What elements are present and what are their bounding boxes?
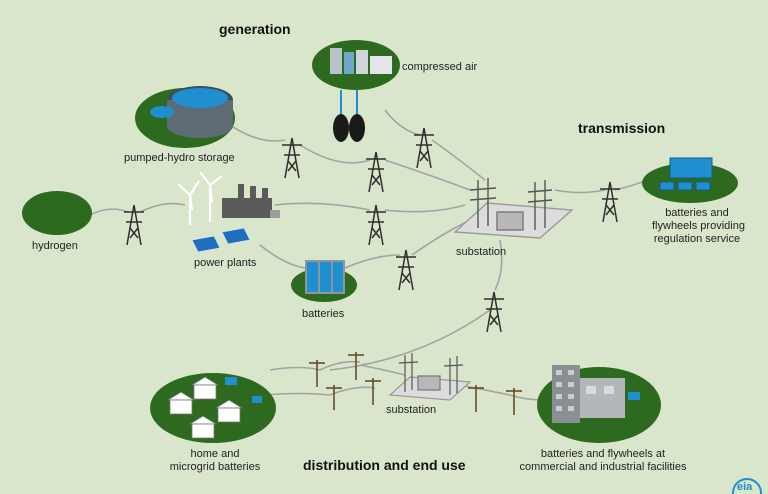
tower-icon-pumped (282, 137, 302, 179)
tower-icon-mid-upper (366, 151, 386, 193)
line-tower-substation-b (431, 139, 486, 181)
regulation-service-node (642, 157, 738, 203)
line-substation-tower-right (554, 189, 606, 194)
label-power-plants: power plants (194, 257, 257, 269)
house-icon-4 (188, 415, 218, 439)
house-icon-1 (166, 391, 196, 415)
home-microgrid-node (150, 373, 276, 443)
wind-turbine-icon (177, 171, 223, 225)
compressed-air-node (312, 40, 400, 142)
line-tower-substation-a (384, 159, 471, 191)
pole-icon-1 (309, 360, 325, 387)
compressed-air-cavern-left (333, 114, 349, 142)
home-battery-icon (225, 377, 237, 385)
home-battery-icon-2 (252, 396, 262, 403)
line-down-distribution (329, 309, 491, 371)
house-icon-3 (214, 399, 244, 423)
label-pumped-hydro: pumped-hydro storage (124, 152, 235, 164)
house-icon-2 (190, 376, 220, 400)
heading-transmission: transmission (578, 120, 666, 136)
pole-icon-5 (468, 385, 484, 412)
label-home-line1: home and (190, 448, 240, 460)
tower-icon-batteries (396, 249, 416, 291)
power-plants-node (177, 171, 280, 253)
hydrogen-node (22, 191, 92, 235)
line-compair-tower (384, 109, 421, 136)
label-regulation-line3: regulation service (653, 233, 741, 245)
line-batteries-tower (344, 254, 401, 269)
label-substation-transmission: substation (456, 246, 507, 258)
line-pumped-tower (229, 124, 286, 142)
label-home-line2: microgrid batteries (169, 461, 261, 473)
label-commercial-line1: batteries and flywheels at (540, 448, 666, 460)
label-substation-distribution: substation (386, 404, 437, 416)
distribution-poles (309, 352, 522, 415)
pumped-hydro-node (135, 86, 235, 148)
eia-logo: eia (728, 478, 764, 494)
transmission-substation-node (453, 178, 574, 239)
pole-icon-6 (506, 388, 522, 415)
line-plants-tower (274, 202, 371, 211)
tower-icon-transmission (600, 181, 620, 223)
line-tower-powerplants (139, 202, 186, 213)
solar-panel-icon (191, 227, 251, 253)
label-regulation-line2: flywheels providing (652, 220, 745, 232)
line-tower-tower-a (299, 144, 371, 164)
pole-icon-3 (326, 385, 342, 410)
distribution-substation-node (388, 353, 472, 401)
line-tower-substation-c (384, 204, 466, 213)
label-home-microgrid: home and microgrid batteries (160, 448, 270, 474)
tower-icon-hydrogen (124, 204, 144, 246)
label-compressed-air: compressed air (402, 61, 478, 73)
heading-generation: generation (219, 21, 291, 37)
eia-logo-text: eia (737, 481, 753, 493)
heading-distribution: distribution and end use (303, 457, 466, 473)
line-poles-substation (359, 364, 406, 376)
pole-icon-4 (365, 378, 381, 405)
label-regulation-service: batteries and flywheels providing regula… (652, 207, 745, 246)
label-commercial-line2: commercial and industrial facilities (519, 461, 687, 473)
tower-icon-mid-lower (366, 204, 386, 246)
factory-building-icon (580, 378, 625, 418)
label-commercial-facilities: batteries and flywheels at commercial an… (508, 448, 698, 474)
line-poles-bottom (264, 386, 376, 396)
tower-icon-down (484, 291, 504, 333)
line-substation-down (494, 239, 503, 291)
commercial-battery-icon (628, 392, 640, 400)
factory-icon (222, 184, 280, 218)
transmission-towers (124, 127, 620, 333)
label-batteries: batteries (302, 308, 345, 320)
batteries-node (291, 260, 357, 302)
tower-icon-compressed (414, 127, 434, 169)
commercial-facilities-node (537, 365, 661, 443)
label-hydrogen: hydrogen (32, 240, 78, 252)
compressed-air-cavern-right (349, 114, 365, 142)
line-poles-top (269, 360, 361, 371)
line-plants-batteries (259, 244, 306, 269)
line-hydrogen-tower (89, 208, 129, 216)
pole-icon-2 (348, 352, 364, 380)
label-regulation-line1: batteries and (665, 207, 729, 219)
